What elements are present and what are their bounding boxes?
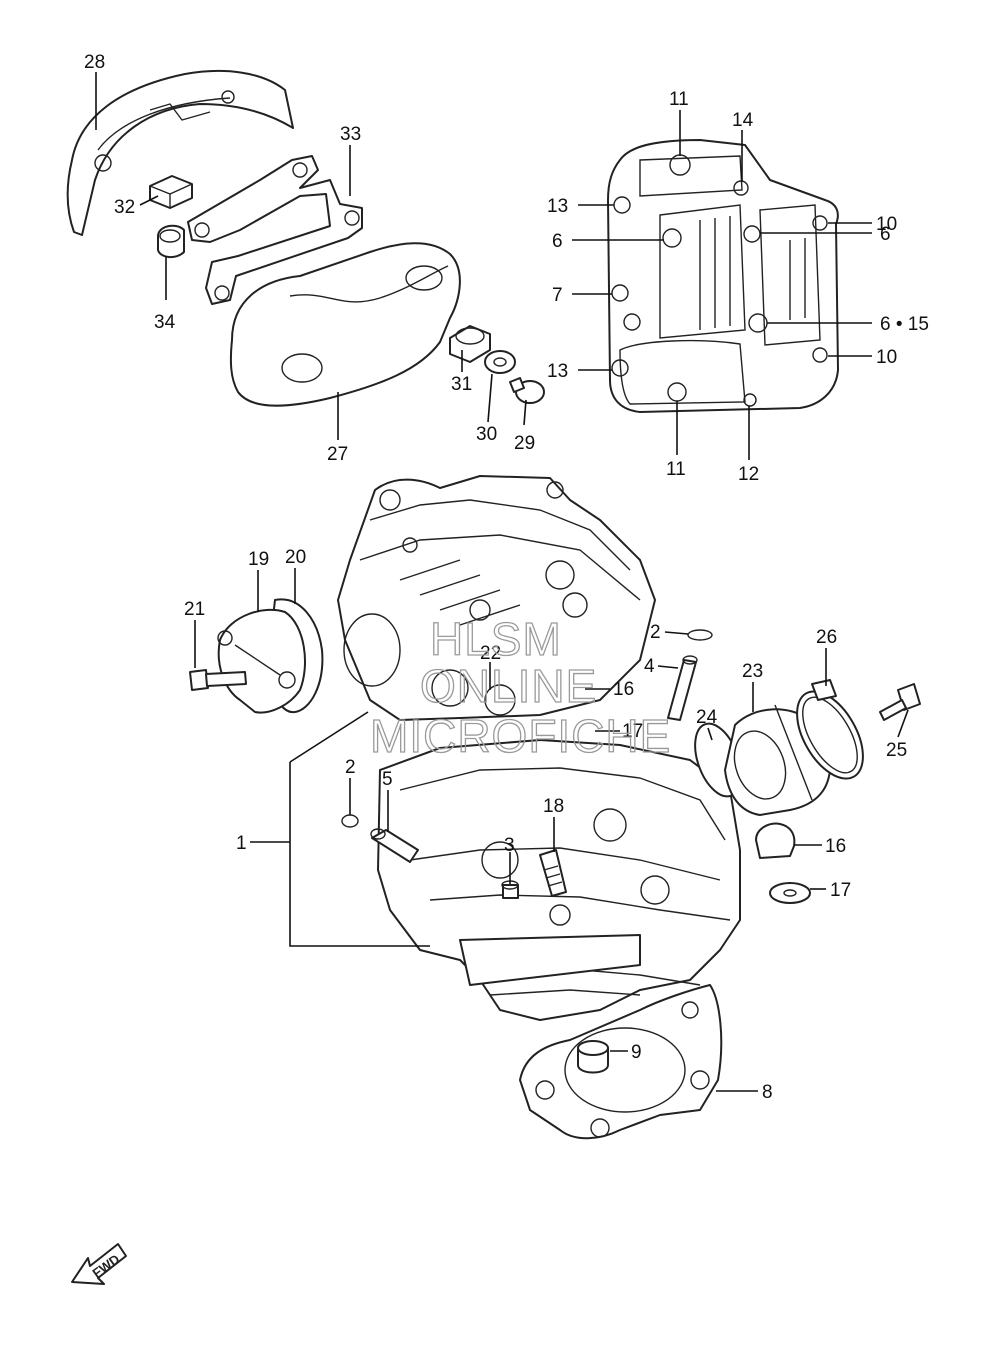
part-8-head-gasket <box>519 984 723 1140</box>
watermark-line-1: HLSM <box>430 613 562 665</box>
callout-11-bottom: 11 <box>666 459 686 480</box>
watermark-line-2: ONLINE <box>420 660 597 712</box>
callout-22: 22 <box>480 643 501 664</box>
callout-7: 7 <box>552 285 563 306</box>
callout-10-top: 10 <box>876 214 897 235</box>
callout-13-top: 13 <box>547 196 568 217</box>
callout-19: 19 <box>248 549 269 570</box>
callout-6-15: 6 • 15 <box>880 314 929 335</box>
callout-33: 33 <box>340 124 361 145</box>
callout-6-right: 6 <box>880 224 891 245</box>
callout-26: 26 <box>816 627 837 648</box>
watermark-line-3: MICROFICHE <box>370 710 671 762</box>
callout-13-bottom: 13 <box>547 361 568 382</box>
callout-labels: 1 2 2 3 4 5 6 6 6 • 15 7 8 9 10 10 11 11… <box>84 52 929 1103</box>
part-9-dowel <box>577 1040 609 1074</box>
leader-lines <box>95 72 909 1092</box>
part-27-cover <box>229 242 461 407</box>
callout-9: 9 <box>631 1042 642 1063</box>
callout-14: 14 <box>732 110 754 131</box>
part-32-cushion <box>149 175 193 209</box>
part-29-bolt <box>509 377 545 404</box>
callout-16-upper: 16 <box>613 679 634 700</box>
head-cover-inner-view <box>607 139 839 413</box>
callout-11-top: 11 <box>669 89 689 110</box>
watermark: HLSM ONLINE MICROFICHE <box>369 612 671 762</box>
callout-8: 8 <box>762 1082 773 1103</box>
part-17-washer <box>769 882 811 904</box>
callout-28: 28 <box>84 52 105 73</box>
callout-32: 32 <box>114 197 135 218</box>
part-16-cap <box>755 822 796 859</box>
callout-18: 18 <box>543 796 564 817</box>
fwd-arrow-icon: FWD <box>71 1243 127 1285</box>
callout-12: 12 <box>738 464 759 485</box>
callout-2-upper: 2 <box>650 622 661 643</box>
part-31-grommet <box>449 325 491 363</box>
callout-2-lower: 2 <box>345 757 356 778</box>
part-33-bracket <box>187 155 363 305</box>
callout-16-lower: 16 <box>825 836 846 857</box>
callout-25: 25 <box>886 740 907 761</box>
callout-20: 20 <box>285 547 306 568</box>
callout-10-bottom: 10 <box>876 347 897 368</box>
part-21-bolt <box>189 669 247 691</box>
part-19-cover <box>217 608 306 714</box>
callout-5: 5 <box>382 769 393 790</box>
callout-23: 23 <box>742 661 763 682</box>
callout-29: 29 <box>514 433 535 454</box>
callout-21: 21 <box>184 599 205 620</box>
part-18-spark-plug <box>539 849 567 897</box>
part-34-mount <box>157 224 185 258</box>
part-2-clip-lower <box>341 814 359 828</box>
part-4-valve-guide <box>667 655 698 721</box>
part-2-clip-upper <box>687 629 713 641</box>
callout-4: 4 <box>644 656 655 677</box>
callout-17-lower: 17 <box>830 880 851 901</box>
part-25-bolt <box>879 683 921 721</box>
callout-27: 27 <box>327 444 348 465</box>
callout-6-left: 6 <box>552 231 563 252</box>
callout-30: 30 <box>476 424 497 445</box>
part-26-clamp <box>796 679 864 780</box>
callout-24: 24 <box>696 707 718 728</box>
callout-34: 34 <box>154 312 176 333</box>
callout-31: 31 <box>451 374 472 395</box>
part-28-head-cover <box>66 69 294 236</box>
callout-3: 3 <box>504 835 515 856</box>
part-30-washer <box>484 350 516 374</box>
callout-1: 1 <box>236 833 247 854</box>
part-5-valve-guide <box>370 828 419 863</box>
callout-17-upper: 17 <box>622 721 643 742</box>
